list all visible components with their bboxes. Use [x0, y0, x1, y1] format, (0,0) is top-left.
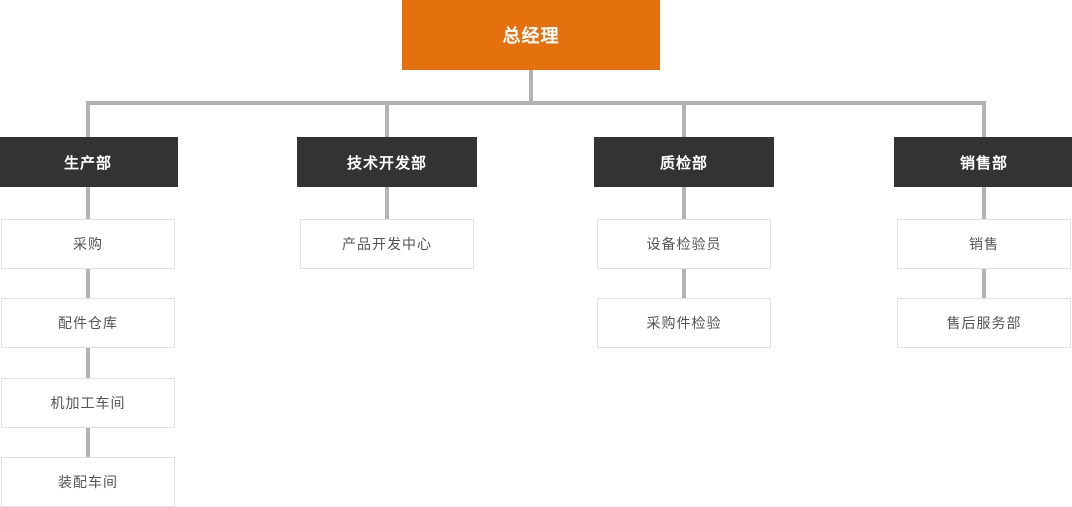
org-node-child[interactable]: 机加工车间 — [1, 378, 175, 428]
connector-root-stub — [529, 70, 533, 105]
org-node-department-label: 销售部 — [959, 154, 1008, 172]
org-node-child[interactable]: 销售 — [897, 219, 1071, 269]
org-node-child-label: 采购 — [73, 236, 103, 252]
org-node-child-label: 销售 — [969, 236, 999, 252]
org-node-department[interactable]: 销售部 — [894, 137, 1072, 187]
connector-horizontal-rail — [86, 101, 986, 105]
org-node-child-label: 装配车间 — [58, 474, 118, 490]
org-node-child-label: 采购件检验 — [646, 315, 722, 331]
connector-stub — [385, 101, 389, 137]
org-node-child[interactable]: 售后服务部 — [897, 298, 1071, 348]
org-column-sales: 销售部 销售 售后服务部 — [894, 0, 1072, 507]
org-node-department[interactable]: 生产部 — [0, 137, 178, 187]
org-node-child-label: 产品开发中心 — [342, 236, 432, 252]
org-node-child-label: 配件仓库 — [58, 315, 118, 331]
org-node-department-label: 生产部 — [63, 154, 112, 172]
org-node-child[interactable]: 设备检验员 — [597, 219, 771, 269]
connector-stub — [982, 101, 986, 137]
connector-stub — [682, 101, 686, 137]
org-node-root[interactable]: 总经理 — [402, 0, 660, 70]
org-node-child[interactable]: 装配车间 — [1, 457, 175, 507]
org-column-production: 生产部 采购 配件仓库 机加工车间 装配车间 — [0, 0, 178, 507]
org-node-child[interactable]: 采购件检验 — [597, 298, 771, 348]
org-node-child[interactable]: 采购 — [1, 219, 175, 269]
connector-column-line — [385, 187, 389, 221]
org-node-department-label: 技术开发部 — [346, 154, 427, 172]
org-column-tech-development: 技术开发部 产品开发中心 — [297, 0, 477, 507]
org-node-child-label: 设备检验员 — [646, 236, 722, 252]
org-column-quality-inspection: 质检部 设备检验员 采购件检验 — [594, 0, 774, 507]
org-node-child[interactable]: 产品开发中心 — [300, 219, 474, 269]
org-node-child-label: 机加工车间 — [50, 395, 126, 411]
org-node-department[interactable]: 技术开发部 — [297, 137, 477, 187]
connector-stub — [86, 101, 90, 137]
org-node-child[interactable]: 配件仓库 — [1, 298, 175, 348]
org-node-department-label: 质检部 — [659, 154, 708, 172]
org-node-child-label: 售后服务部 — [946, 315, 1022, 331]
org-node-root-label: 总经理 — [502, 26, 560, 46]
org-node-department[interactable]: 质检部 — [594, 137, 774, 187]
